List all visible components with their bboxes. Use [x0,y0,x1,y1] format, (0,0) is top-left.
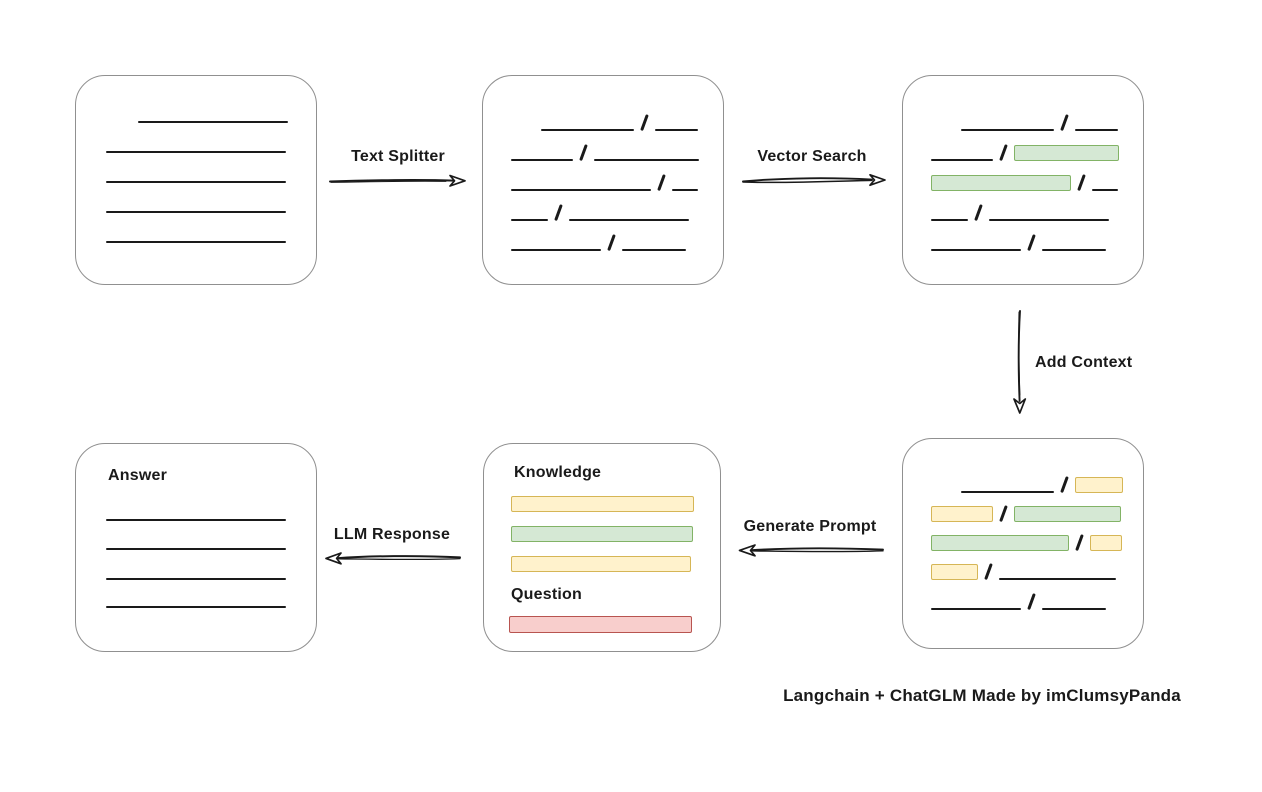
text-line [106,519,286,521]
split-text-row [931,231,1106,251]
split-text-row [961,111,1118,131]
text-line [568,219,689,221]
split-text-row [541,111,698,131]
text-line [961,491,1054,493]
document-box [75,75,317,285]
slash-separator [657,174,666,191]
split-text-row [931,141,1119,161]
add-context-label: Add Context [1035,354,1133,371]
vector-search-arrow-icon [742,173,886,187]
text-line [931,159,993,161]
highlight-bar-yellow [931,506,993,522]
split-text-row [511,231,686,251]
split-text-row [961,473,1123,493]
split-text-box [482,75,724,285]
slash-separator [999,505,1008,522]
text-line [621,249,686,251]
box-title: Knowledge [514,464,602,481]
text-line [671,189,698,191]
split-text-row [511,201,689,221]
text-line [1041,249,1106,251]
vector-search-label: Vector Search [757,148,867,165]
slash-separator [579,144,588,161]
split-text-row [931,590,1106,610]
text-line [988,219,1109,221]
slash-separator [640,114,649,131]
slash-separator [1027,234,1036,251]
highlight-bar-red [509,616,692,633]
slash-separator [1027,593,1036,610]
split-text-row [931,171,1118,191]
highlight-bar-yellow [931,564,978,580]
text-line [1074,129,1118,131]
highlight-bar-yellow [511,556,691,572]
llm-response-arrow-icon [325,552,461,565]
slash-separator [984,563,993,580]
highlight-bar-green [931,535,1069,551]
text-line [541,129,634,131]
split-text-row [511,141,699,161]
text-line [654,129,698,131]
text-line [106,181,286,183]
box-title: Question [511,586,582,603]
add-context-arrow-icon [1013,310,1027,414]
highlight-bar-green [1013,506,1121,522]
llm-response-label: LLM Response [333,526,451,543]
split-text-row [511,171,698,191]
split-text-row [931,201,1109,221]
slash-separator [607,234,616,251]
text-line [106,151,286,153]
slash-separator [999,144,1008,161]
split-text-row [931,502,1121,522]
split-text-row [931,531,1122,551]
slash-separator [974,204,983,221]
text-line [931,249,1021,251]
text-line [106,241,286,243]
text-line [511,189,651,191]
text-line [106,606,286,608]
text-line [511,219,548,221]
text-line [511,249,601,251]
highlight-bar-green [1013,145,1119,161]
text-line [1091,189,1118,191]
answer-box: Answer [75,443,317,652]
split-text-row [931,560,1116,580]
slash-separator [1075,534,1084,551]
text-line [106,578,286,580]
text-splitter-arrow-icon [329,174,466,187]
slash-separator [1077,174,1086,191]
text-line [961,129,1054,131]
text-line [931,219,968,221]
box-title: Answer [108,467,167,484]
highlight-bar-green [931,175,1071,191]
text-line [511,159,573,161]
vector-search-box [902,75,1144,285]
text-splitter-label: Text Splitter [351,148,445,165]
highlight-bar-yellow [1089,535,1122,551]
highlight-bar-yellow [1074,477,1123,493]
text-line [931,608,1021,610]
slash-separator [554,204,563,221]
text-line [998,578,1116,580]
context-box [902,438,1144,649]
text-line [1041,608,1106,610]
highlight-bar-green [511,526,693,542]
generate-prompt-arrow-icon [738,544,884,557]
text-line [106,211,286,213]
caption-text: Langchain + ChatGLM Made by imClumsyPand… [783,686,1181,705]
highlight-bar-yellow [511,496,694,512]
text-line [138,121,288,123]
text-line [106,548,286,550]
generate-prompt-label: Generate Prompt [743,518,877,535]
text-line [593,159,699,161]
slash-separator [1060,114,1069,131]
slash-separator [1060,476,1069,493]
